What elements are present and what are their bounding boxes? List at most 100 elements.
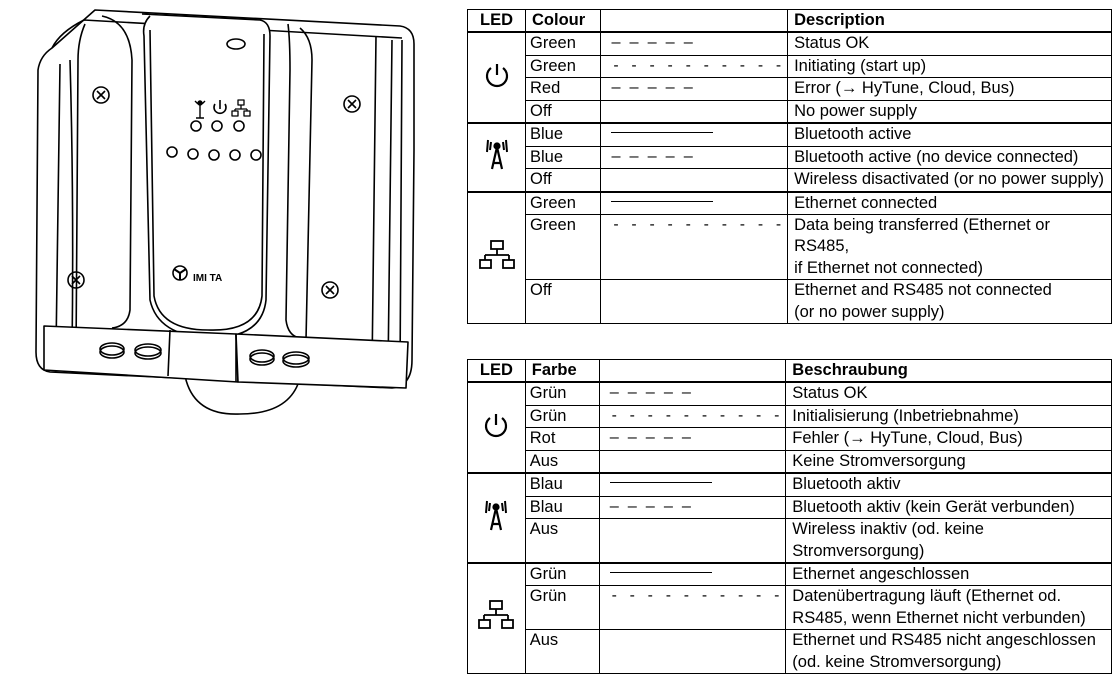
colour-cell: Grün <box>524 381 600 406</box>
blink-pattern-cell: – – – – – <box>598 381 787 406</box>
led-indicator <box>187 148 199 160</box>
description-cell: Wireless disactivated (or no power suppl… <box>787 168 1112 192</box>
screw-bottom-left <box>67 271 85 289</box>
description-cell: Ethernet connected <box>787 191 1112 215</box>
table-row: Off Ethernet and RS485 not connected (or … <box>468 279 1112 325</box>
description-cell: Ethernet und RS485 nicht angeschlossen (… <box>785 629 1112 675</box>
description-cell: Ethernet angeschlossen <box>785 562 1112 587</box>
table-row: Aus Keine Stromversorgung <box>468 449 1112 474</box>
housing-rib-left <box>55 23 86 357</box>
header-led: LED <box>467 359 526 383</box>
solid-line-pattern <box>611 200 714 202</box>
header-colour: Farbe <box>524 359 600 383</box>
description-cell: Bluetooth active <box>787 122 1112 147</box>
description-cell: Status OK <box>787 31 1112 56</box>
description-cell: Fehler (→ HyTune, Cloud, Bus) <box>785 427 1112 451</box>
description-cell: Keine Stromversorgung <box>785 449 1112 474</box>
blink-pattern-cell <box>598 518 787 564</box>
description-cell: Datenübertragung läuft (Ethernet od. RS4… <box>785 585 1112 631</box>
colour-cell: Aus <box>524 629 600 675</box>
front-panel <box>141 13 271 339</box>
short-dash-pattern: - - - - - - - - - - <box>611 214 784 233</box>
power-icon <box>467 381 526 474</box>
blink-pattern-cell: - - - - - - - - - - <box>598 404 787 429</box>
ethernet-network-icon <box>466 190 527 325</box>
blink-pattern-cell <box>598 562 787 587</box>
long-dash-pattern: – – – – – <box>611 33 693 52</box>
panel-shoulder-right <box>285 23 301 339</box>
header-description: Beschraubung <box>785 359 1112 383</box>
description-cell: Status OK <box>785 381 1112 406</box>
description-cell: Wireless inaktiv (od. keine Stromversorg… <box>785 518 1112 564</box>
table-row: Red– – – – –Error (→ HyTune, Cloud, Bus) <box>468 77 1112 101</box>
table-header-row: LED Colour Description <box>466 9 1112 33</box>
colour-cell: Aus <box>524 518 600 564</box>
long-dash-pattern: – – – – – <box>609 496 691 515</box>
colour-cell: Off <box>525 279 602 325</box>
solid-line-pattern <box>609 571 712 573</box>
table-row: Grün Ethernet angeschlossen <box>467 562 1112 675</box>
blink-pattern-cell <box>600 122 789 147</box>
blink-pattern-cell <box>598 629 787 675</box>
colour-cell: Blue <box>525 145 602 170</box>
header-pattern <box>598 359 787 383</box>
led-indicator <box>208 149 220 161</box>
ethernet-network-icon <box>467 562 526 675</box>
description-cell: Bluetooth aktiv <box>785 472 1112 497</box>
table-row: Aus Ethernet und RS485 nicht angeschlosse… <box>468 629 1112 675</box>
table-row: Grün- - - - - - - - - -Datenübertragung … <box>468 585 1112 631</box>
description-cell: Data being transferred (Ethernet or RS48… <box>787 213 1112 281</box>
table-row: Green- - - - - - - - - -Data being trans… <box>468 213 1112 281</box>
led-table-german: LED Farbe Beschraubung Grün– – – – –Stat… <box>467 359 1112 675</box>
led-indicator <box>250 149 262 161</box>
header-description: Description <box>787 9 1112 33</box>
network-icon <box>231 99 251 117</box>
table-row: Blue – – – – – Bluetooth active (no device… <box>468 145 1112 170</box>
blink-pattern-cell: - - - - - - - - - - <box>600 213 789 281</box>
blink-pattern-cell <box>600 279 789 325</box>
table-row: Green- - - - - - - - - -Initiating (star… <box>468 54 1112 79</box>
screw-bottom-right <box>321 281 339 299</box>
description-cell: Bluetooth active (no device connected) <box>787 145 1112 170</box>
table-header-row: LED Farbe Beschraubung <box>467 359 1112 383</box>
top-hole <box>226 38 246 50</box>
led-table-english: LED Colour Description Green – – – – – Sta… <box>466 9 1112 325</box>
header-pattern <box>600 9 789 33</box>
colour-cell: Green <box>525 31 602 56</box>
colour-cell: Grün <box>524 562 600 587</box>
connector-ports-left <box>99 342 162 360</box>
power-icon <box>466 31 527 124</box>
imi-logo-icon <box>172 265 188 281</box>
colour-cell: Green <box>525 191 602 215</box>
colour-cell: Grün <box>524 585 600 631</box>
table-row: Grün– – – – –Status OK <box>467 381 1112 474</box>
housing-rib-right <box>299 27 403 375</box>
blink-pattern-cell <box>598 472 787 497</box>
led-power <box>211 120 223 132</box>
led-indicator <box>166 146 178 158</box>
long-dash-pattern: – – – – – <box>611 146 693 165</box>
table-row: Green Ethernet connected <box>466 190 1112 325</box>
bluetooth-antenna-icon <box>194 100 206 119</box>
wireless-antenna-icon <box>466 122 527 193</box>
blink-pattern-cell <box>600 191 789 215</box>
description-cell: Ethernet and RS485 not connected (or no … <box>787 279 1112 325</box>
colour-cell: Aus <box>524 449 600 474</box>
led-indicator <box>229 149 241 161</box>
blink-pattern-cell: – – – – – <box>600 145 789 170</box>
table-row: Rot– – – – –Fehler (→ HyTune, Cloud, Bus… <box>468 427 1112 451</box>
blink-pattern-cell: - - - - - - - - - - <box>598 585 787 631</box>
front-panel-inner <box>149 29 265 331</box>
wireless-antenna-icon <box>467 472 526 564</box>
description-cell: No power supply <box>787 99 1112 124</box>
device-illustration: IMI TA <box>35 9 415 415</box>
connector-ports-right <box>249 349 310 368</box>
